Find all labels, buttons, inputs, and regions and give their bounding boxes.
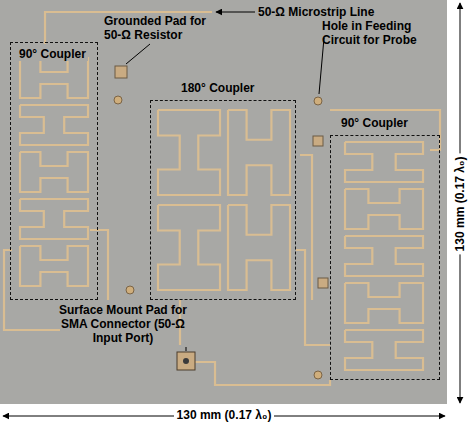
copper-traces [4,12,440,385]
dimension-label: 130 mm (0.17 λ₀) [174,408,275,422]
coupler-region: 180° Coupler [150,100,296,300]
leader-lines [126,12,324,351]
fractal-trace [345,189,423,229]
fractal-trace [20,199,88,239]
coupler-region: 90° Coupler [330,135,440,380]
fractal-trace [20,105,88,145]
fractal-trace [158,205,220,290]
dimension-lines [3,3,460,416]
dimension-label: 130 mm (0.17 λ₀) [453,154,467,255]
fractal-trace [20,152,88,192]
coupler-region: 90° Coupler [10,42,98,300]
fractal-trace [228,110,290,195]
coupler-label: 180° Coupler [179,81,257,95]
callout-label: 50-Ω Microstrip Line [258,5,418,19]
callout-label: Surface Mount Pad for SMA Connector (50-… [56,303,190,345]
fractal-trace [345,283,423,323]
fractal-trace [345,330,423,370]
coupler-label: 90° Coupler [17,47,88,61]
fractal-trace [20,58,88,98]
board [0,0,447,404]
fractal-trace [158,110,220,195]
callout-label: Hole in Feeding Circuit for Probe [322,19,446,47]
fractal-trace [345,142,423,182]
fractal-trace [228,205,290,290]
fractal-trace [345,236,423,276]
callout-label: Grounded Pad for 50-Ω Resistor [104,14,214,42]
coupler-label: 90° Coupler [339,116,410,130]
fractal-trace [20,246,88,286]
